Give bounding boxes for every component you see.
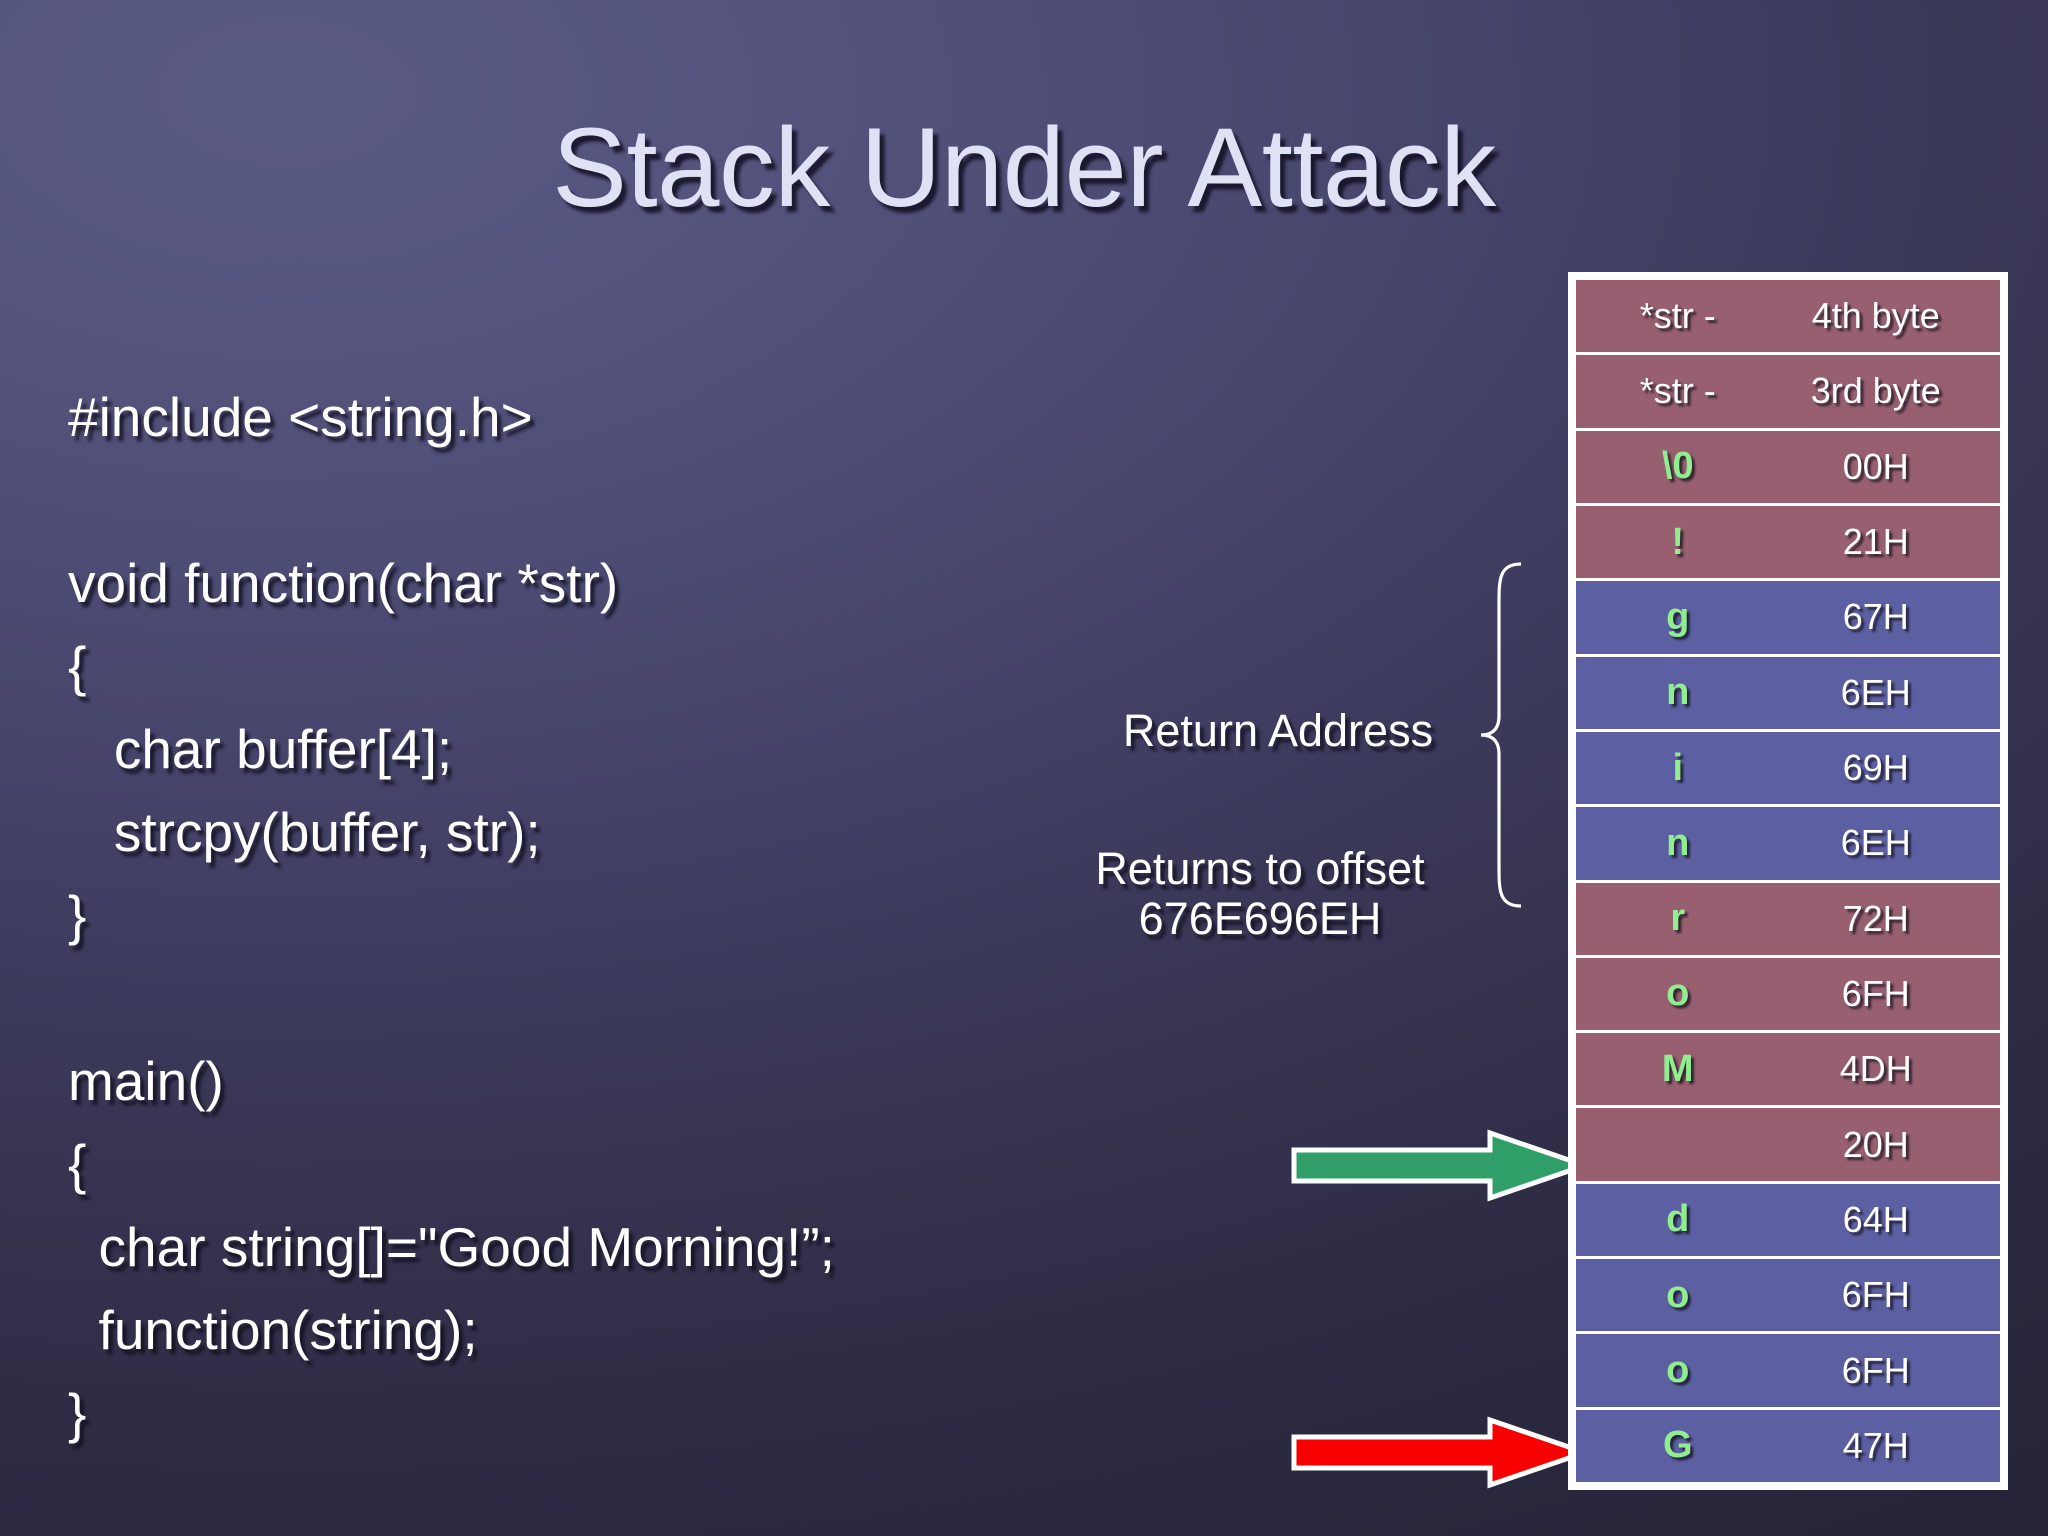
code-blank-line xyxy=(68,971,1118,1054)
green-arrow-icon xyxy=(1291,1129,1590,1202)
stack-row-hex: 4DH xyxy=(1839,1048,1912,1090)
return-address-label: Return Address xyxy=(1122,705,1434,756)
stack-row-char: \0 xyxy=(1661,445,1694,488)
stack-row-hex: 47H xyxy=(1842,1424,1909,1466)
code-line: char buffer[4]; xyxy=(68,718,453,780)
code-line: main() xyxy=(68,1050,224,1112)
returns-to-offset-line2: 676E696EH xyxy=(1138,893,1382,945)
stack-row: n 6EH xyxy=(1576,807,2000,880)
stack-row: 20H xyxy=(1576,1108,2000,1181)
stack-row-char: i xyxy=(1672,746,1684,789)
stack-row-hex: 00H xyxy=(1842,445,1909,487)
stack-row-hex: 20H xyxy=(1842,1123,1909,1165)
stack-row-char: G xyxy=(1662,1424,1693,1467)
stack-row-char: n xyxy=(1666,671,1690,714)
code-line: { xyxy=(68,1133,87,1195)
stack-row: o 6FH xyxy=(1576,1259,2000,1332)
stack-row: i 69H xyxy=(1576,731,2000,805)
stack-row: r 72H xyxy=(1576,882,2000,955)
stack-row-hex: 72H xyxy=(1842,897,1909,939)
stack-row-hex: 64H xyxy=(1842,1198,1909,1240)
stack-row-hex: 67H xyxy=(1842,596,1909,638)
stack-row-hex: 6FH xyxy=(1841,972,1910,1014)
code-line: char string[]="Good Morning!”; xyxy=(68,1216,835,1278)
code-line: function(string); xyxy=(68,1299,478,1361)
code-line: #include <string.h> xyxy=(68,386,533,448)
stack-row-char: *str - xyxy=(1639,370,1716,412)
code-listing: #include <string.h>void function(char *s… xyxy=(68,390,1118,1469)
stack-row-hex: 4th byte xyxy=(1811,295,1940,337)
code-line: } xyxy=(68,1382,87,1444)
stack-row-char: d xyxy=(1666,1198,1690,1241)
stack-row-char: o xyxy=(1666,1349,1690,1392)
stack-row-char: r xyxy=(1670,897,1686,940)
stack-row: M 4DH xyxy=(1576,1033,2000,1106)
stack-row-hex: 69H xyxy=(1842,747,1909,789)
stack-row-hex: 6FH xyxy=(1841,1274,1910,1316)
red-arrow-icon xyxy=(1291,1416,1590,1489)
stack-row-char: *str - xyxy=(1639,295,1716,337)
stack-row-char: ! xyxy=(1671,520,1685,563)
stack-row-char: M xyxy=(1661,1047,1694,1090)
stack-row: *str - 4th byte xyxy=(1576,280,2000,353)
stack-row-hex: 21H xyxy=(1842,521,1909,563)
code-line: void function(char *str) xyxy=(68,552,619,614)
code-line: } xyxy=(68,884,87,946)
stack-row: *str - 3rd byte xyxy=(1576,355,2000,428)
stack-row: d 64H xyxy=(1576,1183,2000,1257)
returns-to-offset-label: Returns to offset 676E696EH xyxy=(1000,843,1520,945)
stack-row-char: o xyxy=(1666,1273,1690,1316)
stack-row-hex: 3rd byte xyxy=(1810,370,1941,412)
stack-row: ! 21H xyxy=(1576,505,2000,579)
stack-row: o 6FH xyxy=(1576,957,2000,1031)
stack-memory-table: *str - 4th byte *str - 3rd byte \0 00H! 21H g 67… xyxy=(1568,272,2008,1490)
code-line: { xyxy=(68,635,87,697)
stack-row-hex: 6EH xyxy=(1840,671,1911,713)
code-line: strcpy(buffer, str); xyxy=(68,801,541,863)
stack-row-char: n xyxy=(1666,821,1690,864)
stack-row-hex: 6FH xyxy=(1841,1349,1910,1391)
stack-row: g 67H xyxy=(1576,581,2000,654)
stack-row: o 6FH xyxy=(1576,1334,2000,1407)
stack-row: \0 00H xyxy=(1576,430,2000,503)
page-title: Stack Under Attack xyxy=(552,105,1496,230)
stack-row: G 47H xyxy=(1576,1409,2000,1482)
stack-row: n 6EH xyxy=(1576,656,2000,729)
stack-row-char: o xyxy=(1666,972,1690,1015)
stack-row-hex: 6EH xyxy=(1840,822,1911,864)
returns-to-offset-line1: Returns to offset xyxy=(1095,843,1425,894)
code-blank-line xyxy=(68,473,1118,556)
stack-row-char: g xyxy=(1666,595,1690,638)
